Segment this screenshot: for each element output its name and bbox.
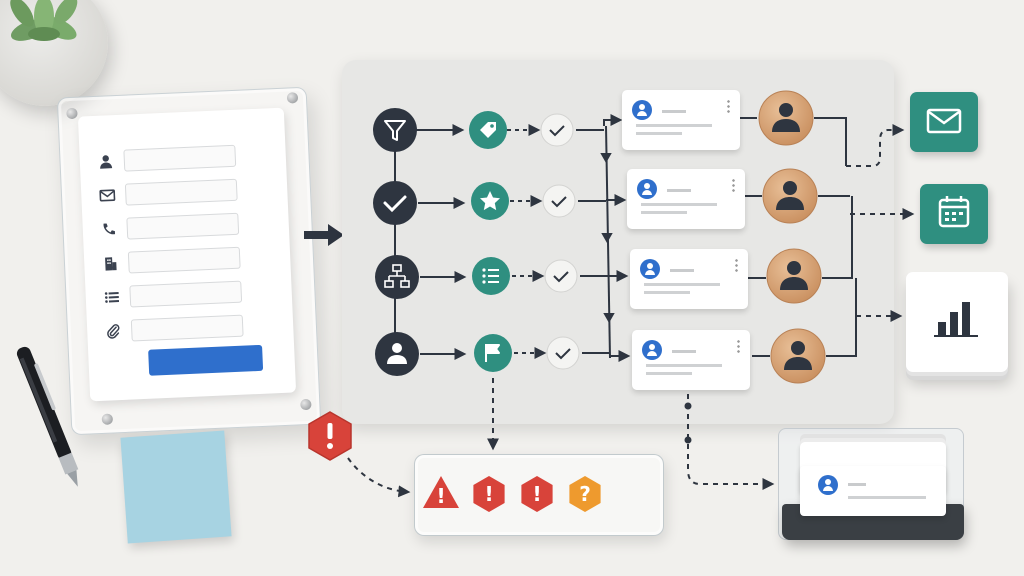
more-options-icon[interactable]	[737, 339, 740, 353]
paperclip-icon	[107, 324, 120, 339]
alert-glyph: !	[484, 482, 493, 506]
list-icon	[104, 292, 120, 303]
record-card[interactable]	[632, 330, 750, 390]
filter-icon	[384, 120, 406, 141]
text-placeholder	[672, 350, 696, 353]
checkmark-icon	[555, 348, 571, 360]
calendar-icon	[938, 196, 970, 228]
alert-glyph: !	[532, 482, 541, 506]
text-placeholder	[848, 496, 926, 499]
filter-node[interactable]	[373, 108, 417, 152]
form-row-details	[103, 280, 243, 310]
text-placeholder	[644, 291, 690, 294]
form-row-email	[99, 178, 238, 208]
text-placeholder	[670, 269, 694, 272]
user-icon	[780, 261, 808, 290]
alert-triangle-icon[interactable]: !	[423, 476, 459, 508]
checkmark-icon	[551, 196, 567, 208]
assignee-avatar[interactable]	[770, 328, 826, 384]
user-icon	[776, 181, 804, 210]
envelope-icon	[99, 189, 116, 202]
more-options-icon[interactable]	[727, 99, 730, 113]
text-placeholder	[646, 372, 692, 375]
form-row-name	[97, 144, 237, 174]
check-node[interactable]	[540, 113, 574, 147]
tag-node[interactable]	[469, 111, 507, 149]
text-placeholder	[848, 483, 866, 486]
star-node[interactable]	[471, 182, 509, 220]
text-placeholder	[641, 203, 717, 206]
record-card[interactable]	[622, 90, 740, 150]
building-icon	[105, 257, 117, 271]
checkmark-icon	[383, 195, 407, 213]
form-row-company	[102, 246, 241, 276]
checkmark-icon	[553, 271, 569, 283]
check-node[interactable]	[542, 184, 576, 218]
bar-chart-icon	[934, 302, 978, 337]
list-node[interactable]	[472, 257, 510, 295]
flag-icon	[485, 344, 500, 362]
text-placeholder	[636, 132, 682, 135]
star-icon	[479, 191, 500, 211]
alert-hexagon-icon[interactable]: !	[521, 476, 553, 512]
more-options-icon[interactable]	[732, 178, 735, 192]
user-icon	[387, 343, 407, 364]
succulent-plant	[10, 0, 78, 41]
form-row-attachment	[105, 314, 244, 344]
contact-form	[77, 107, 297, 402]
user-icon	[772, 103, 800, 132]
stored-record-card[interactable]	[800, 466, 946, 516]
user-icon	[784, 341, 812, 370]
form-row-phone	[100, 212, 240, 242]
text-placeholder	[646, 364, 722, 367]
hierarchy-icon	[384, 264, 410, 288]
person-icon	[100, 155, 113, 169]
user-avatar-icon	[632, 100, 652, 120]
checkmark-icon	[549, 125, 565, 137]
arrow-right-icon	[304, 224, 344, 246]
approve-node[interactable]	[373, 181, 417, 225]
text-placeholder	[644, 283, 720, 286]
user-avatar-icon	[818, 475, 838, 495]
alert-glyph: !	[436, 484, 445, 508]
email-output[interactable]	[910, 92, 978, 152]
hierarchy-node[interactable]	[375, 255, 419, 299]
check-node[interactable]	[544, 259, 578, 293]
list-icon	[482, 268, 499, 284]
record-card[interactable]	[630, 249, 748, 309]
flag-node[interactable]	[474, 334, 512, 372]
report-output[interactable]	[906, 272, 1008, 372]
text-placeholder	[662, 110, 686, 113]
calendar-output[interactable]	[920, 184, 988, 244]
exclamation-icon	[327, 423, 333, 449]
assignee-avatar[interactable]	[762, 168, 818, 224]
user-avatar-icon	[637, 179, 657, 199]
email-icon	[926, 108, 962, 134]
alert-hexagon-icon[interactable]: ?	[569, 476, 601, 512]
text-placeholder	[636, 124, 712, 127]
record-card[interactable]	[627, 169, 745, 229]
more-options-icon[interactable]	[735, 258, 738, 272]
user-avatar-icon	[642, 340, 662, 360]
assignee-avatar[interactable]	[766, 248, 822, 304]
user-node[interactable]	[375, 332, 419, 376]
error-alert[interactable]	[302, 408, 358, 464]
text-placeholder	[641, 211, 687, 214]
user-avatar-icon	[640, 259, 660, 279]
assignee-avatar[interactable]	[758, 90, 814, 146]
text-placeholder	[667, 189, 691, 192]
phone-icon	[103, 223, 116, 235]
check-node[interactable]	[546, 336, 580, 370]
alert-hexagon-icon[interactable]: !	[473, 476, 505, 512]
alert-glyph: ?	[579, 482, 591, 506]
